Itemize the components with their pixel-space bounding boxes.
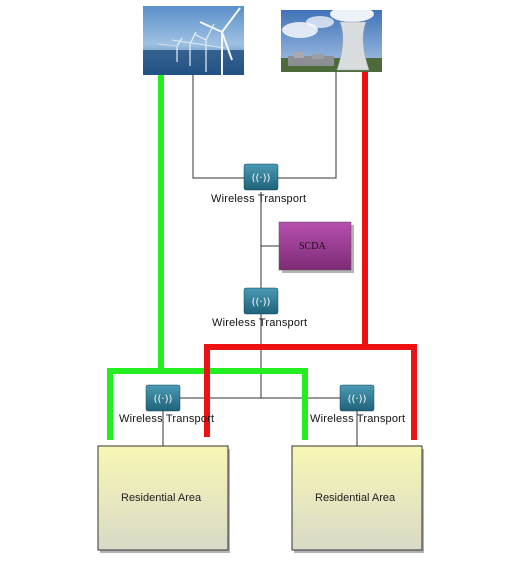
network-links xyxy=(162,72,358,446)
scda-box xyxy=(278,221,354,273)
mid-transport-label: Wireless Transport xyxy=(212,317,308,329)
top-transport-label: Wireless Transport xyxy=(211,193,307,205)
scda-label: SCDA xyxy=(299,241,326,252)
red-power-line xyxy=(204,72,417,440)
wireless-router-icon-left: ((·)) xyxy=(145,384,181,412)
wind-to-router-link xyxy=(192,72,244,179)
right-transport-label: Wireless Transport xyxy=(310,413,406,425)
wireless-router-icon-right: ((·)) xyxy=(339,384,375,412)
residential-area-right-box xyxy=(291,445,424,553)
residential-area-left-label: Residential Area xyxy=(121,492,202,504)
svg-text:((·)): ((·)) xyxy=(154,394,173,405)
plant-to-router-link xyxy=(278,72,337,179)
left-transport-label: Wireless Transport xyxy=(119,413,215,425)
residential-area-right-label: Residential Area xyxy=(315,492,396,504)
power-plant-photo xyxy=(281,6,382,72)
svg-text:((·)): ((·)) xyxy=(348,394,367,405)
wireless-router-icon-middle: ((·)) xyxy=(243,287,279,315)
wind-farm-photo xyxy=(143,6,244,75)
residential-area-left-box xyxy=(97,445,230,553)
svg-text:((·)): ((·)) xyxy=(252,173,271,184)
wireless-router-icon-top: ((·)) xyxy=(243,163,279,191)
svg-text:((·)): ((·)) xyxy=(252,297,271,308)
